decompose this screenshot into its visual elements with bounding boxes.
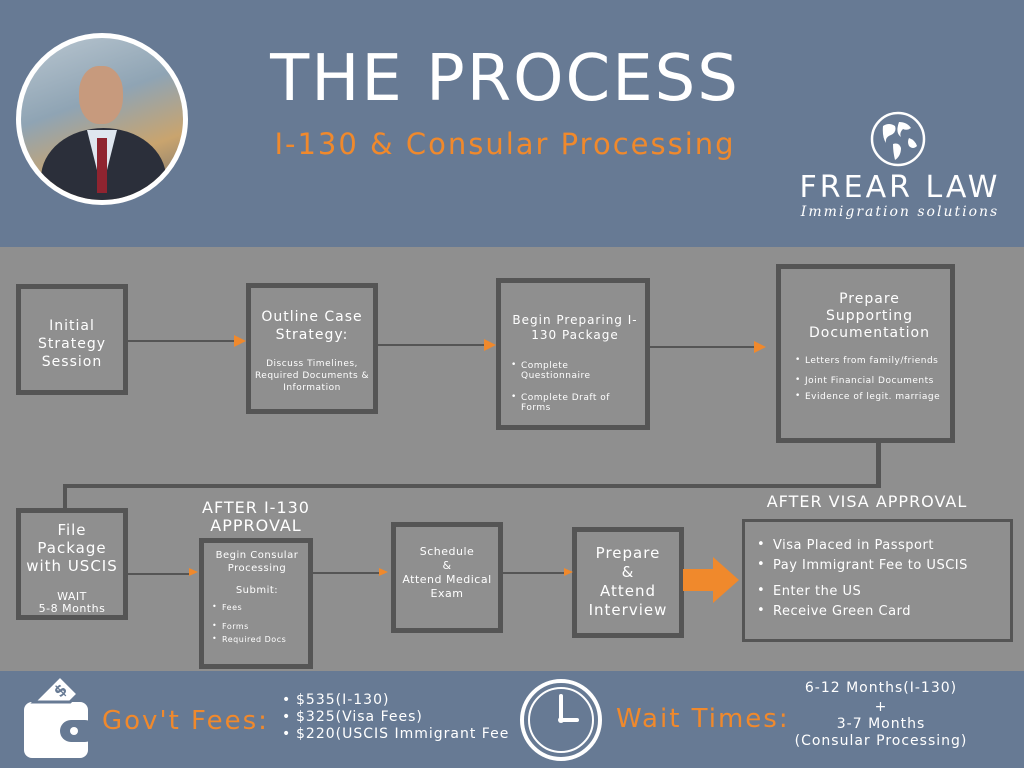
submit-label: Submit: — [235, 585, 279, 596]
step-consular-title: Begin Consular Processing — [215, 550, 299, 574]
wait-value: 5-8 Months — [38, 602, 106, 615]
list-item: $220(USCIS Immigrant Fee — [282, 726, 509, 743]
wait-times-label: Wait Times: — [616, 704, 790, 734]
arrow-line — [650, 346, 756, 348]
arrow-line — [378, 344, 486, 346]
list-item: $535(I-130) — [282, 692, 509, 709]
list-item: Required Docs — [210, 634, 304, 644]
page-title: THE PROCESS — [270, 42, 740, 116]
step-file-title: File Package with USCIS — [26, 521, 118, 575]
step-medical-exam: Schedule & Attend Medical Exam — [391, 522, 503, 633]
wait-plus: + — [874, 699, 888, 715]
medical-line2: & — [442, 559, 452, 572]
arrow-head — [379, 568, 388, 576]
arrow-head — [564, 568, 573, 576]
wait-line1: 6-12 Months(I-130) — [804, 680, 958, 696]
step-outline-title: Outline Case Strategy: — [261, 309, 363, 343]
connector-line — [63, 484, 881, 488]
list-item: Visa Placed in Passport — [755, 537, 1004, 554]
footer-band — [0, 671, 1024, 768]
step-consular-processing: Begin Consular Processing Submit: Fees F… — [199, 538, 313, 669]
step-final-outcome: Visa Placed in Passport Pay Immigrant Fe… — [742, 519, 1013, 642]
arrow-head — [189, 568, 198, 576]
list-item: Evidence of legit. marriage — [793, 391, 946, 402]
medical-line1: Schedule — [419, 545, 475, 558]
page-subtitle: I-130 & Consular Processing — [274, 127, 736, 161]
wait-line2: 3-7 Months — [836, 716, 926, 732]
list-item: Forms — [210, 621, 304, 631]
step-begin-title: Begin Preparing I-130 Package — [512, 313, 638, 342]
arrow-line — [128, 340, 236, 342]
arrow-head — [754, 341, 766, 353]
list-item: Receive Green Card — [755, 603, 1004, 620]
big-arrow-icon — [683, 557, 739, 603]
wait-line3: (Consular Processing) — [794, 733, 968, 749]
after-i130-label: AFTER I-130 APPROVAL — [202, 498, 310, 535]
wallet-icon: $ — [24, 673, 96, 758]
list-item: Letters from family/friends — [793, 355, 946, 366]
list-item: Pay Immigrant Fee to USCIS — [755, 557, 1004, 574]
list-item: Complete Questionnaire — [509, 360, 641, 381]
fee-list: $535(I-130) $325(Visa Fees) $220(USCIS I… — [282, 692, 509, 743]
wait-label: WAIT — [57, 590, 87, 603]
medical-line3: Attend Medical Exam — [402, 573, 492, 600]
arrow-line — [313, 572, 381, 574]
after-visa-label: AFTER VISA APPROVAL — [766, 492, 968, 511]
step-interview: Prepare & Attend Interview — [572, 527, 684, 638]
firm-tagline: Immigration solutions — [800, 204, 1000, 220]
list-item: $325(Visa Fees) — [282, 709, 509, 726]
wait-times-detail: 6-12 Months(I-130) + 3-7 Months (Consula… — [776, 680, 986, 750]
interview-line1: Prepare — [595, 544, 661, 562]
gov-fees-label: Gov't Fees: — [102, 706, 269, 736]
interview-line3: Attend Interview — [588, 582, 668, 619]
step-begin-preparing: Begin Preparing I-130 Package Complete Q… — [496, 278, 650, 430]
list-item: Fees — [210, 602, 304, 612]
list-item: Joint Financial Documents — [793, 375, 946, 386]
interview-line2: & — [621, 563, 635, 581]
list-item: Complete Draft of Forms — [509, 392, 641, 413]
globe-icon — [870, 111, 926, 167]
step-initial-strategy: Initial Strategy Session — [16, 284, 128, 395]
connector-line — [876, 443, 881, 488]
step-supporting-docs: Prepare Supporting Documentation Letters… — [776, 264, 955, 443]
step-outline-detail: Discuss Timelines, Required Documents & … — [254, 359, 370, 393]
arrow-head — [234, 335, 246, 347]
arrow-line — [503, 572, 566, 574]
connector-line — [63, 484, 67, 510]
arrow-line — [128, 573, 191, 575]
step-initial-title: Initial Strategy Session — [38, 318, 106, 370]
step-file-package: File Package with USCIS WAIT 5-8 Months — [16, 508, 128, 620]
list-item: Enter the US — [755, 583, 1004, 600]
clock-icon — [520, 679, 602, 761]
arrow-head — [484, 339, 496, 351]
firm-name: FREAR LAW — [799, 170, 1001, 205]
attorney-photo — [16, 33, 188, 205]
step-supporting-title: Prepare Supporting Documentation — [809, 291, 930, 341]
step-outline-case: Outline Case Strategy: Discuss Timelines… — [246, 283, 378, 414]
